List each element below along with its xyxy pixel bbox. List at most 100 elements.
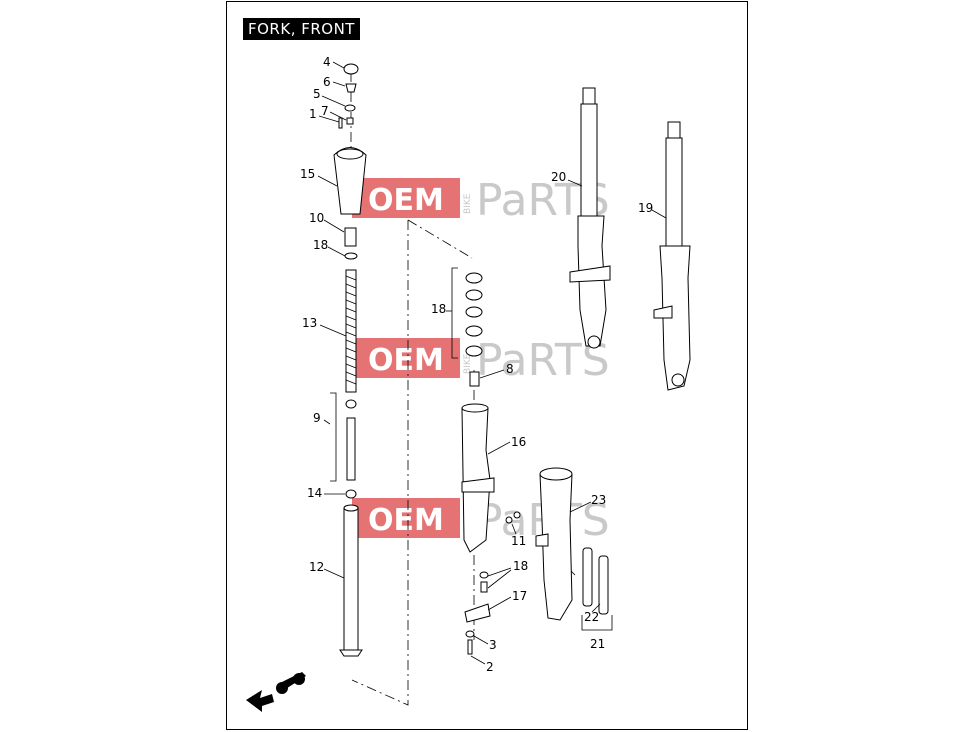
callout-11: 11 [511, 534, 526, 548]
callout-2: 2 [486, 660, 494, 674]
part-10-bushing [344, 227, 357, 247]
part-19-tube [665, 137, 683, 247]
callout-14: 14 [307, 486, 322, 500]
part-12-fork-tube [343, 507, 359, 651]
part-13-spring-coils [345, 275, 357, 385]
leader-line-7 [329, 111, 347, 121]
callout-9: 9 [313, 411, 321, 425]
part-23-slider-top [539, 467, 573, 481]
part-2-bolt [467, 639, 473, 655]
leader-line-1 [318, 115, 340, 123]
leader-line-18-low [487, 567, 512, 589]
callout-20: 20 [551, 170, 566, 184]
part-18-drain-plug [480, 581, 488, 593]
watermark-row-3: OEM BIKE PaRTS [352, 495, 610, 546]
callout-1: 1 [309, 107, 317, 121]
watermark-oem-bg [352, 338, 460, 378]
part-18-bushing [465, 289, 483, 301]
part-15-cover-top [336, 148, 364, 160]
part-12-fork-tube-top [343, 504, 359, 512]
part-22-reflector [598, 555, 609, 615]
part-18-bushing [465, 272, 483, 284]
callout-23: 23 [591, 493, 606, 507]
leader-line-6 [332, 81, 346, 87]
callout-18-bushings: 18 [431, 302, 446, 316]
part-6-bolt [345, 83, 357, 93]
leader-line-10 [323, 219, 345, 233]
callout-8: 8 [506, 362, 514, 376]
leader-line-17 [487, 596, 512, 611]
callout-15: 15 [300, 167, 315, 181]
leader-line-15 [317, 175, 338, 187]
part-19-axle-hole [671, 373, 685, 387]
leader-line-22 [591, 603, 601, 613]
part-18-gasket [479, 571, 489, 579]
callout-6: 6 [323, 75, 331, 89]
leader-line-9 [323, 419, 331, 425]
part-1-pin [338, 117, 343, 129]
part-22-reflector [582, 547, 593, 607]
callout-19: 19 [638, 201, 653, 215]
watermark-row-2: OEM BIKE PaRTS [352, 335, 610, 386]
part-14-washer [345, 489, 357, 499]
part-12-fork-tube-base [339, 649, 363, 657]
leader-line-2 [470, 655, 486, 665]
callout-7: 7 [321, 104, 329, 118]
assembly-guide-line [407, 219, 473, 259]
part-8-spacer [469, 371, 480, 387]
watermark-oem: OEM [368, 343, 444, 378]
part-9-ring [345, 399, 357, 409]
callout-16: 16 [511, 435, 526, 449]
front-direction-motorcycle-icon [246, 672, 306, 712]
leader-line-16 [487, 441, 511, 455]
part-19-mount [653, 305, 673, 319]
leader-line-18 [327, 246, 346, 257]
part-21-bracket [581, 615, 613, 631]
callout-17: 17 [512, 589, 527, 603]
part-20-tube [580, 103, 598, 217]
part-4-cap [343, 63, 359, 75]
part-23-mount [535, 533, 549, 547]
part-11-screw [513, 511, 521, 519]
part-19-cap-bolt [667, 121, 681, 139]
leader-line-23 [569, 501, 592, 513]
leader-line-13 [319, 324, 347, 337]
part-20-caliper-mount [569, 265, 611, 283]
part-20-cap-bolt [582, 87, 596, 105]
watermark-bike: BIKE [463, 193, 473, 214]
diagram-title: FORK, FRONT [243, 18, 360, 40]
leader-line-11 [511, 523, 517, 535]
watermark-oem-bg [352, 178, 460, 218]
watermark-oem-bg [352, 498, 460, 538]
callout-12: 12 [309, 560, 324, 574]
part-18-bracket [451, 267, 458, 359]
part-7-nut [346, 117, 354, 125]
part-3-washer [465, 630, 475, 638]
assembly-guide-line [351, 220, 409, 706]
part-23-slider [539, 473, 573, 621]
leader-line-5 [321, 95, 346, 107]
callout-22: 22 [584, 610, 599, 624]
leader-line-20 [567, 179, 583, 187]
part-18-bushing [465, 306, 483, 318]
part-18-bushing [465, 345, 483, 357]
callout-18-lower: 18 [513, 559, 528, 573]
part-17-axle-cap [464, 603, 491, 623]
part-18-oring [344, 252, 358, 260]
part-5-washer [344, 104, 356, 112]
part-18-bushing [465, 325, 483, 337]
callout-18-upper: 18 [313, 238, 328, 252]
callout-13: 13 [302, 316, 317, 330]
part-16-slider-top [461, 403, 489, 413]
callout-21: 21 [590, 637, 605, 651]
watermark-oem: OEM [368, 183, 444, 218]
callout-10: 10 [309, 211, 324, 225]
part-9-bracket [330, 392, 337, 482]
watermark-oem: OEM [368, 503, 444, 538]
part-19-slider [659, 245, 691, 391]
watermark-bike: BIKE [463, 353, 473, 374]
callout-3: 3 [489, 638, 497, 652]
part-9-damper-rod [346, 417, 356, 481]
part-13-spring [345, 269, 357, 393]
